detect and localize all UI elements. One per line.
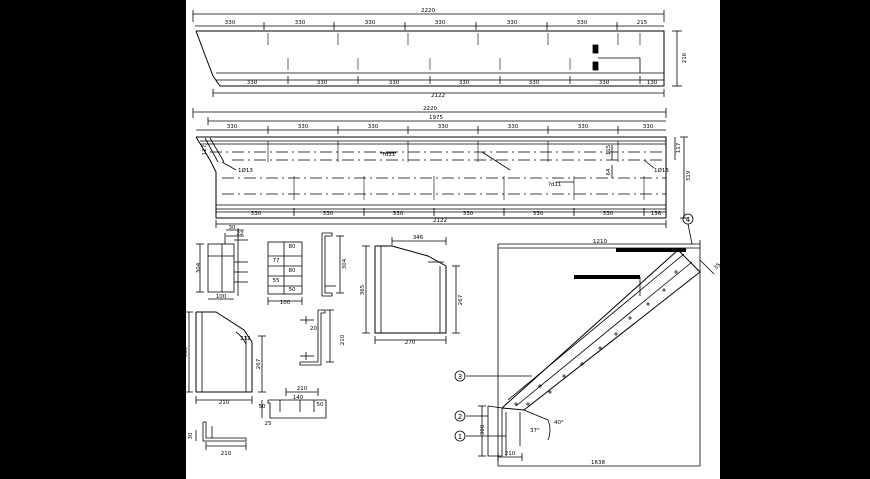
detail2-dim: 50 bbox=[289, 287, 296, 293]
mid-beam-overall: 2220 bbox=[423, 106, 437, 112]
bottom-spacing: 330 bbox=[599, 80, 610, 86]
angle-detail-3 bbox=[195, 421, 247, 450]
hole-label: 1Ø13 bbox=[238, 167, 253, 174]
mid-spacing: 330 bbox=[438, 124, 449, 130]
angle3-dim: 210 bbox=[221, 451, 232, 457]
bottom-spacing: 330 bbox=[459, 80, 470, 86]
detail2-dim: 80 bbox=[289, 244, 296, 250]
stair-small: 210 bbox=[505, 451, 516, 457]
angle1-dim: 210 bbox=[340, 334, 346, 345]
mid-spacing: 330 bbox=[368, 124, 379, 130]
top-beam-bottom-overall: 2122 bbox=[431, 93, 445, 99]
bottom-spacing: 330 bbox=[389, 80, 400, 86]
angle3-dim: 30 bbox=[188, 432, 194, 439]
hole-label: 64 bbox=[606, 168, 612, 175]
hole-label: 115 bbox=[606, 144, 612, 155]
stair-top-width: 1210 bbox=[593, 239, 607, 245]
detail-plate-2 bbox=[267, 241, 303, 305]
mid-bottom-spacing: 330 bbox=[323, 211, 334, 217]
mid-beam-height: 319 bbox=[686, 170, 692, 181]
mid-bottom-spacing: 330 bbox=[463, 211, 474, 217]
detail1-height: 304 bbox=[196, 262, 202, 273]
top-spacing: 330 bbox=[577, 20, 588, 26]
callout-4: 4 bbox=[686, 216, 691, 224]
detail-channel bbox=[321, 232, 344, 297]
gusset-note: 212 bbox=[240, 336, 251, 342]
hole-label: ?d11 bbox=[548, 182, 561, 188]
top-beam-height: 216 bbox=[682, 52, 688, 63]
detail4-left: 365 bbox=[360, 284, 366, 295]
detail4-width: 346 bbox=[413, 235, 424, 241]
hole-label: ?d11 bbox=[382, 152, 395, 158]
detail-plate-1 bbox=[196, 228, 248, 300]
detail2-dim: 55 bbox=[273, 278, 280, 284]
mid-bottom-spacing: 330 bbox=[393, 211, 404, 217]
angle2-dim: 25 bbox=[265, 421, 272, 427]
callout-3: 3 bbox=[458, 373, 462, 381]
angle1-dim: 20 bbox=[310, 326, 317, 332]
detail1-width: 100 bbox=[216, 294, 227, 300]
bottom-spacing: 330 bbox=[247, 80, 258, 86]
detail3-height: 304 bbox=[342, 258, 348, 269]
top-spacing: 330 bbox=[295, 20, 306, 26]
detail4-right: 267 bbox=[458, 294, 464, 305]
detail4-bottom: 270 bbox=[405, 340, 416, 346]
mid-spacing: 330 bbox=[298, 124, 309, 130]
angle2-dim: 140 bbox=[293, 395, 304, 401]
mid-spacing: 330 bbox=[578, 124, 589, 130]
mid-bottom-spacing: 136 bbox=[651, 211, 662, 217]
angle-detail-2 bbox=[261, 388, 327, 419]
top-spacing: 330 bbox=[365, 20, 376, 26]
bottom-spacing: 330 bbox=[529, 80, 540, 86]
angle2-dim: 210 bbox=[297, 386, 308, 392]
angle2-dim: 50 bbox=[317, 402, 324, 408]
top-spacing: 330 bbox=[225, 20, 236, 26]
stair-angle: 40° bbox=[554, 420, 564, 426]
mid-spacing: 330 bbox=[227, 124, 238, 130]
gusset-height: 365 bbox=[183, 346, 189, 357]
callout-1: 1 bbox=[458, 433, 462, 441]
top-beam bbox=[192, 10, 682, 97]
gusset-plate bbox=[185, 311, 266, 404]
mid-spacing: 330 bbox=[643, 124, 654, 130]
angle2-dim: 50 bbox=[259, 404, 266, 410]
mid-spacing: 330 bbox=[508, 124, 519, 130]
stair-bottom-width: 1638 bbox=[591, 460, 605, 466]
detail1-top2: 22 bbox=[237, 231, 244, 237]
detail2-dim: 80 bbox=[289, 268, 296, 274]
detail2-dim: 77 bbox=[273, 258, 280, 264]
callout-2: 2 bbox=[458, 413, 462, 421]
mid-bottom-spacing: 330 bbox=[251, 211, 262, 217]
stair-elevation bbox=[454, 213, 715, 467]
gusset-width: 210 bbox=[219, 400, 230, 406]
top-spacing: 215 bbox=[637, 20, 648, 26]
top-spacing: 330 bbox=[435, 20, 446, 26]
hole-label: 1Ø13 bbox=[654, 167, 669, 174]
top-beam-overall: 2220 bbox=[421, 8, 435, 14]
detail2-width: 100 bbox=[280, 300, 291, 306]
angle-detail-1 bbox=[299, 309, 334, 366]
stair-left-height: 300 bbox=[480, 424, 486, 435]
detail-plate-large bbox=[362, 237, 460, 344]
mid-bottom-spacing: 330 bbox=[533, 211, 544, 217]
mid-beam-inner: 1975 bbox=[429, 115, 443, 121]
bottom-spacing: 330 bbox=[317, 80, 328, 86]
mid-beam-bottom-overall: 2122 bbox=[433, 218, 447, 224]
bottom-spacing: 130 bbox=[647, 80, 658, 86]
top-spacing: 330 bbox=[507, 20, 518, 26]
stair-angle2: 37° bbox=[530, 428, 540, 434]
mid-beam bbox=[192, 108, 688, 228]
mid-beam-right-dim: 117 bbox=[676, 142, 682, 153]
detail1-top: 30 bbox=[229, 225, 236, 231]
mid-bottom-spacing: 330 bbox=[603, 211, 614, 217]
gusset-right: 267 bbox=[256, 358, 262, 369]
mid-beam-left-dim: 127 bbox=[202, 144, 208, 155]
stair-right-note: 35 bbox=[713, 262, 723, 272]
